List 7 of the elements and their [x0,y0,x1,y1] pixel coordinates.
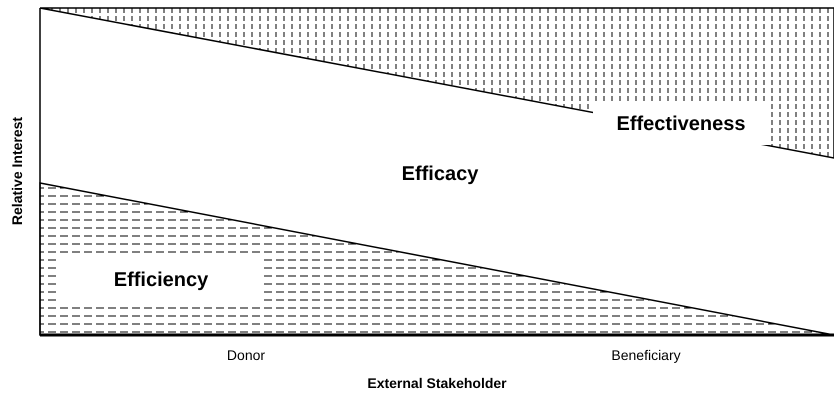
region-label: Effectiveness [593,103,769,145]
axis-title: Relative Interest [9,116,25,226]
region-label: Efficiency [60,258,262,302]
axis-tick-label: Beneficiary [611,347,681,363]
axis-title: External Stakeholder [367,375,507,391]
axis-tick-label: Donor [226,347,266,363]
region-label: Efficacy [370,156,510,192]
